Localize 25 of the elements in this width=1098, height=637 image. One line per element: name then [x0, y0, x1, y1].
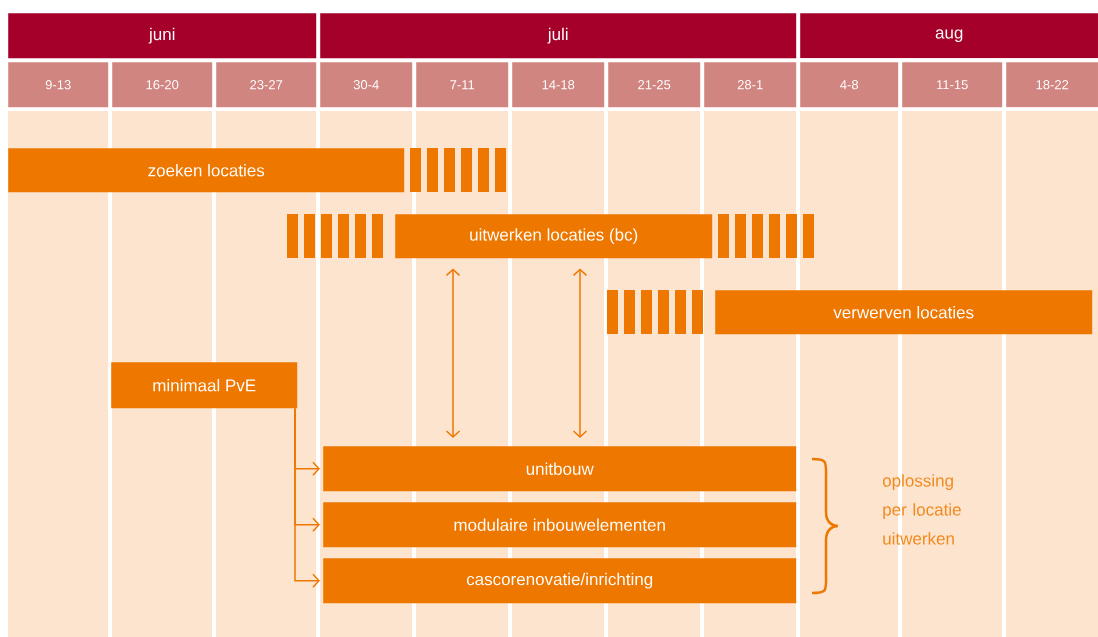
task-bar: zoeken locaties: [8, 148, 405, 193]
annotation-text: oplossing per locatie uitwerken: [882, 474, 961, 545]
week-header: 9-13: [8, 62, 109, 108]
week-header: 4-8: [800, 62, 899, 108]
week-header: 14-18: [512, 62, 605, 108]
double-arrow: [445, 268, 461, 438]
week-header: 30-4: [320, 62, 413, 108]
task-bar: minimaal PvE: [111, 362, 298, 409]
arrow: [294, 407, 320, 588]
week-header: 7-11: [416, 62, 509, 108]
month-header: juni: [8, 13, 317, 59]
week-header: 18-22: [1006, 62, 1098, 108]
double-arrow: [572, 268, 588, 438]
task-bar: cascorenovatie/inrichting: [323, 558, 797, 604]
week-header: 16-20: [112, 62, 213, 108]
task-bar: verwerven locaties: [715, 290, 1093, 335]
task-bar: modulaire inbouwelementen: [323, 502, 797, 548]
month-header: juli: [320, 13, 797, 59]
week-header: 23-27: [216, 62, 317, 108]
month-header: aug: [800, 13, 1098, 59]
task-bar: unitbouw: [323, 446, 797, 492]
week-header: 21-25: [608, 62, 701, 108]
week-header: 28-1: [704, 62, 797, 108]
week-header: 11-15: [902, 62, 1003, 108]
task-bar: uitwerken locaties (bc): [395, 214, 713, 259]
